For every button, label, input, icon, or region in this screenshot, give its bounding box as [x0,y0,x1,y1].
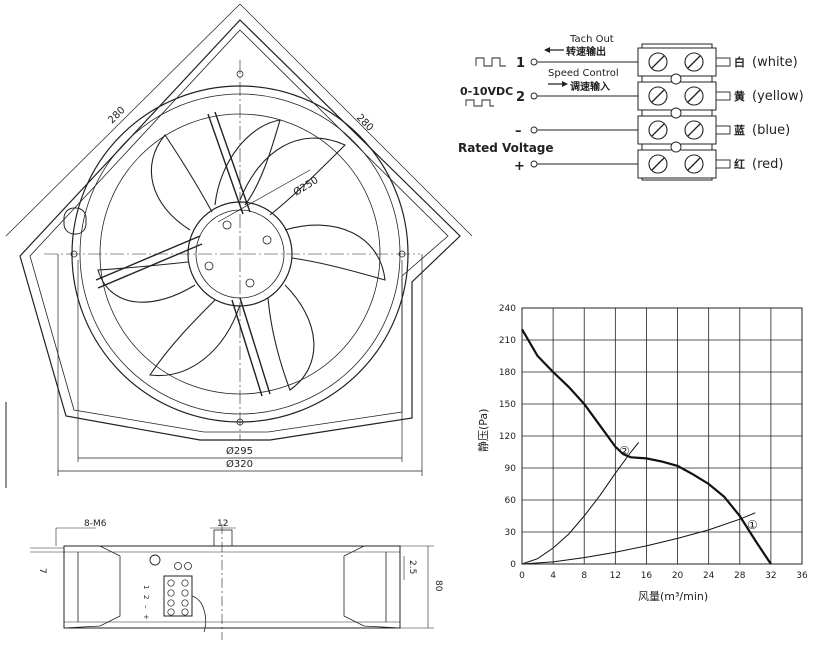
chart-x-tick-label: 16 [641,571,653,581]
wire-red-cn: 红 [734,157,745,171]
chart-system-curve-2 [521,512,756,565]
side-pin-plus: + [142,614,150,620]
chart-y-tick-label: 210 [499,336,516,346]
side-pin-labels: 1 2 – + [142,585,150,620]
chart-y-tick-label: 120 [499,432,516,442]
dimension-diameter-320: Ø320 [226,458,253,470]
fan-housing-inner [29,29,449,433]
front-view-labels: 280 280 Ø250 Ø295 Ø320 [106,105,375,470]
chart-x-tick-label: 28 [734,571,746,581]
dimension-280-right: 280 [354,112,375,133]
speed-control-cn: 调速输入 [570,80,610,93]
chart-x-tick-label: 32 [765,571,776,581]
chart-fan-curve [521,328,772,565]
chart-tick-labels: 0 4 8 12 16 20 24 28 32 36 0 30 60 90 120 150 180 210 240 [499,304,808,581]
chart-grid [521,307,803,565]
wire-red-en: (red) [752,157,783,172]
chart-y-tick-label: 60 [505,496,517,506]
side-housing [63,545,401,629]
chart-annotation-1: ① [747,518,758,532]
tach-out-cn: 转速输出 [566,45,606,58]
pulse-icon-tach [475,57,506,67]
hub-screws [204,220,272,288]
left-flange [63,545,121,629]
chart-y-tick-label: 30 [505,528,517,538]
dimension-12: 12 [217,519,228,529]
side-view-labels: 8-M6 12 7 2.5 80 1 2 – + [37,519,443,620]
center-lines [44,60,420,440]
chart-series [521,328,772,565]
tach-out-label: Tach Out [569,34,614,45]
pin-2: 2 [516,90,525,105]
chart-x-axis-label: 风量(m³/min) [638,590,708,603]
pin-minus: – [515,124,522,139]
impeller-blades [97,119,386,391]
cable-clip [63,207,87,235]
wire-blue-en: (blue) [752,123,790,138]
wire-white-cn: 白 [734,55,745,69]
fan-housing-outline [19,19,461,441]
rated-voltage-label: Rated Voltage [458,141,554,155]
chart-x-tick-label: 8 [581,571,587,581]
front-view [5,3,473,476]
terminal-block [465,43,731,181]
side-pin-2: 2 [142,595,150,599]
dimension-280-lines [5,3,473,237]
chart-x-tick-label: 36 [796,571,808,581]
dimension-7: 7 [37,568,47,574]
wiring-diagram: Tach Out 转速输出 Speed Control 调速输入 0-10VDC… [458,34,804,181]
side-pin-minus: – [142,605,150,609]
dimension-80: 80 [433,580,443,592]
pin-plus: + [514,159,525,174]
chart-y-axis-label: 静压(Pa) [476,409,490,452]
support-struts [95,111,271,397]
diameter-dimension-lines [57,169,423,476]
right-flange [343,545,401,629]
pulse-icon-speed [465,99,494,107]
chart-y-tick-label: 150 [499,400,516,410]
signal-range-label: 0-10VDC [460,85,513,98]
wire-blue-cn: 蓝 [734,123,745,137]
ground-symbol [149,554,161,566]
chart-x-tick-label: 0 [519,571,525,581]
chart-annotation-2: ② [619,444,630,458]
wire-yellow-en: (yellow) [752,89,804,104]
dimension-2-5: 2.5 [407,560,417,574]
side-pin-1: 1 [142,585,150,589]
chart-x-tick-label: 20 [672,571,684,581]
wire-white-en: (white) [752,55,798,70]
side-view [30,524,434,640]
dimension-8-m6: 8-M6 [84,519,107,529]
chart-y-tick-label: 90 [505,464,517,474]
dimension-diameter-295: Ø295 [226,445,253,457]
chart-y-tick-label: 180 [499,368,516,378]
pin-1: 1 [516,56,525,71]
chart-plot-border [521,307,803,565]
chart-y-tick-label: 240 [499,304,516,314]
chart-system-curve-1 [521,442,640,565]
chart-x-tick-label: 4 [550,571,556,581]
dimension-280-left: 280 [106,105,127,126]
wire-yellow-cn: 黄 [734,89,745,103]
chart-x-tick-label: 24 [703,571,715,581]
chart-y-tick-label: 0 [510,560,516,570]
mounting-holes [70,70,406,426]
chart-x-tick-label: 12 [610,571,621,581]
speed-control-label: Speed Control [548,68,619,79]
